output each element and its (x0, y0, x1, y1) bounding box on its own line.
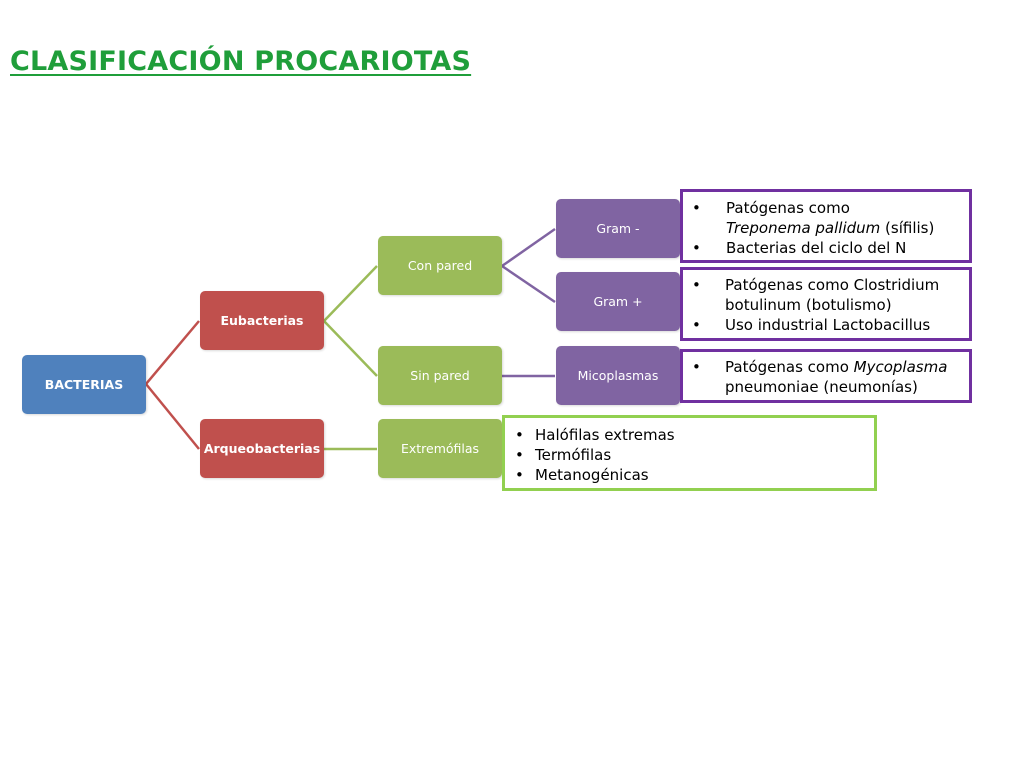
node-gram-neg: Gram - (556, 199, 680, 258)
list-item: • Uso industrial Lactobacillus (692, 315, 961, 335)
node-eubacterias: Eubacterias (200, 291, 324, 350)
connector-eubacterias-sin-pared (323, 320, 378, 377)
list-item: • Patógenas como Treponema pallidum (síf… (692, 198, 961, 238)
bullet: • (515, 426, 524, 444)
note-text: Halófilas extremas (535, 426, 675, 444)
connector-bacterias-arqueobacterias (145, 383, 200, 450)
list-item: • Patógenas como Mycoplasma pneumoniae (… (692, 357, 961, 397)
bullet: • (692, 358, 701, 376)
node-micoplasmas: Micoplasmas (556, 346, 680, 405)
bullet: • (692, 316, 701, 334)
connector-con-pared-gram-pos (501, 264, 556, 304)
bullet: • (515, 446, 524, 464)
node-con-pared: Con pared (378, 236, 502, 295)
connector-eubacterias-con-pared (323, 265, 378, 322)
note-extremofilas: • Halófilas extremas • Termófilas • Metanogén… (502, 415, 877, 491)
connector-bacterias-eubacterias (145, 320, 200, 385)
note-text: Patógenas como Mycoplasma pneumoniae (ne… (725, 358, 948, 396)
note-text: Patógenas como Treponema pallidum (sífil… (726, 199, 935, 237)
node-sin-pared: Sin pared (378, 346, 502, 405)
bullet: • (692, 276, 701, 294)
note-text: Metanogénicas (535, 466, 649, 484)
note-text: Patógenas como Clostridium botulinum (bo… (725, 276, 940, 314)
note-gram-neg: • Patógenas como Treponema pallidum (síf… (680, 189, 972, 263)
bullet: • (515, 466, 524, 484)
note-micoplasmas: • Patógenas como Mycoplasma pneumoniae (… (680, 349, 972, 403)
bullet: • (692, 239, 701, 257)
note-text: Uso industrial Lactobacillus (725, 316, 931, 334)
list-item: • Bacterias del ciclo del N (692, 238, 961, 258)
node-extremofilas: Extremófilas (378, 419, 502, 478)
list-item: • Halófilas extremas (515, 425, 866, 445)
node-bacterias: BACTERIAS (22, 355, 146, 414)
note-text: Bacterias del ciclo del N (726, 239, 907, 257)
page-title: CLASIFICACIÓN PROCARIOTAS (10, 46, 472, 77)
list-item: • Patógenas como Clostridium botulinum (… (692, 275, 961, 315)
bullet: • (692, 199, 701, 217)
list-item: • Termófilas (515, 445, 866, 465)
node-arqueobacterias: Arqueobacterias (200, 419, 324, 478)
note-gram-pos: • Patógenas como Clostridium botulinum (… (680, 267, 972, 341)
connector-con-pared-gram-neg (501, 227, 556, 268)
node-gram-pos: Gram + (556, 272, 680, 331)
note-text: Termófilas (535, 446, 612, 464)
list-item: • Metanogénicas (515, 465, 866, 485)
